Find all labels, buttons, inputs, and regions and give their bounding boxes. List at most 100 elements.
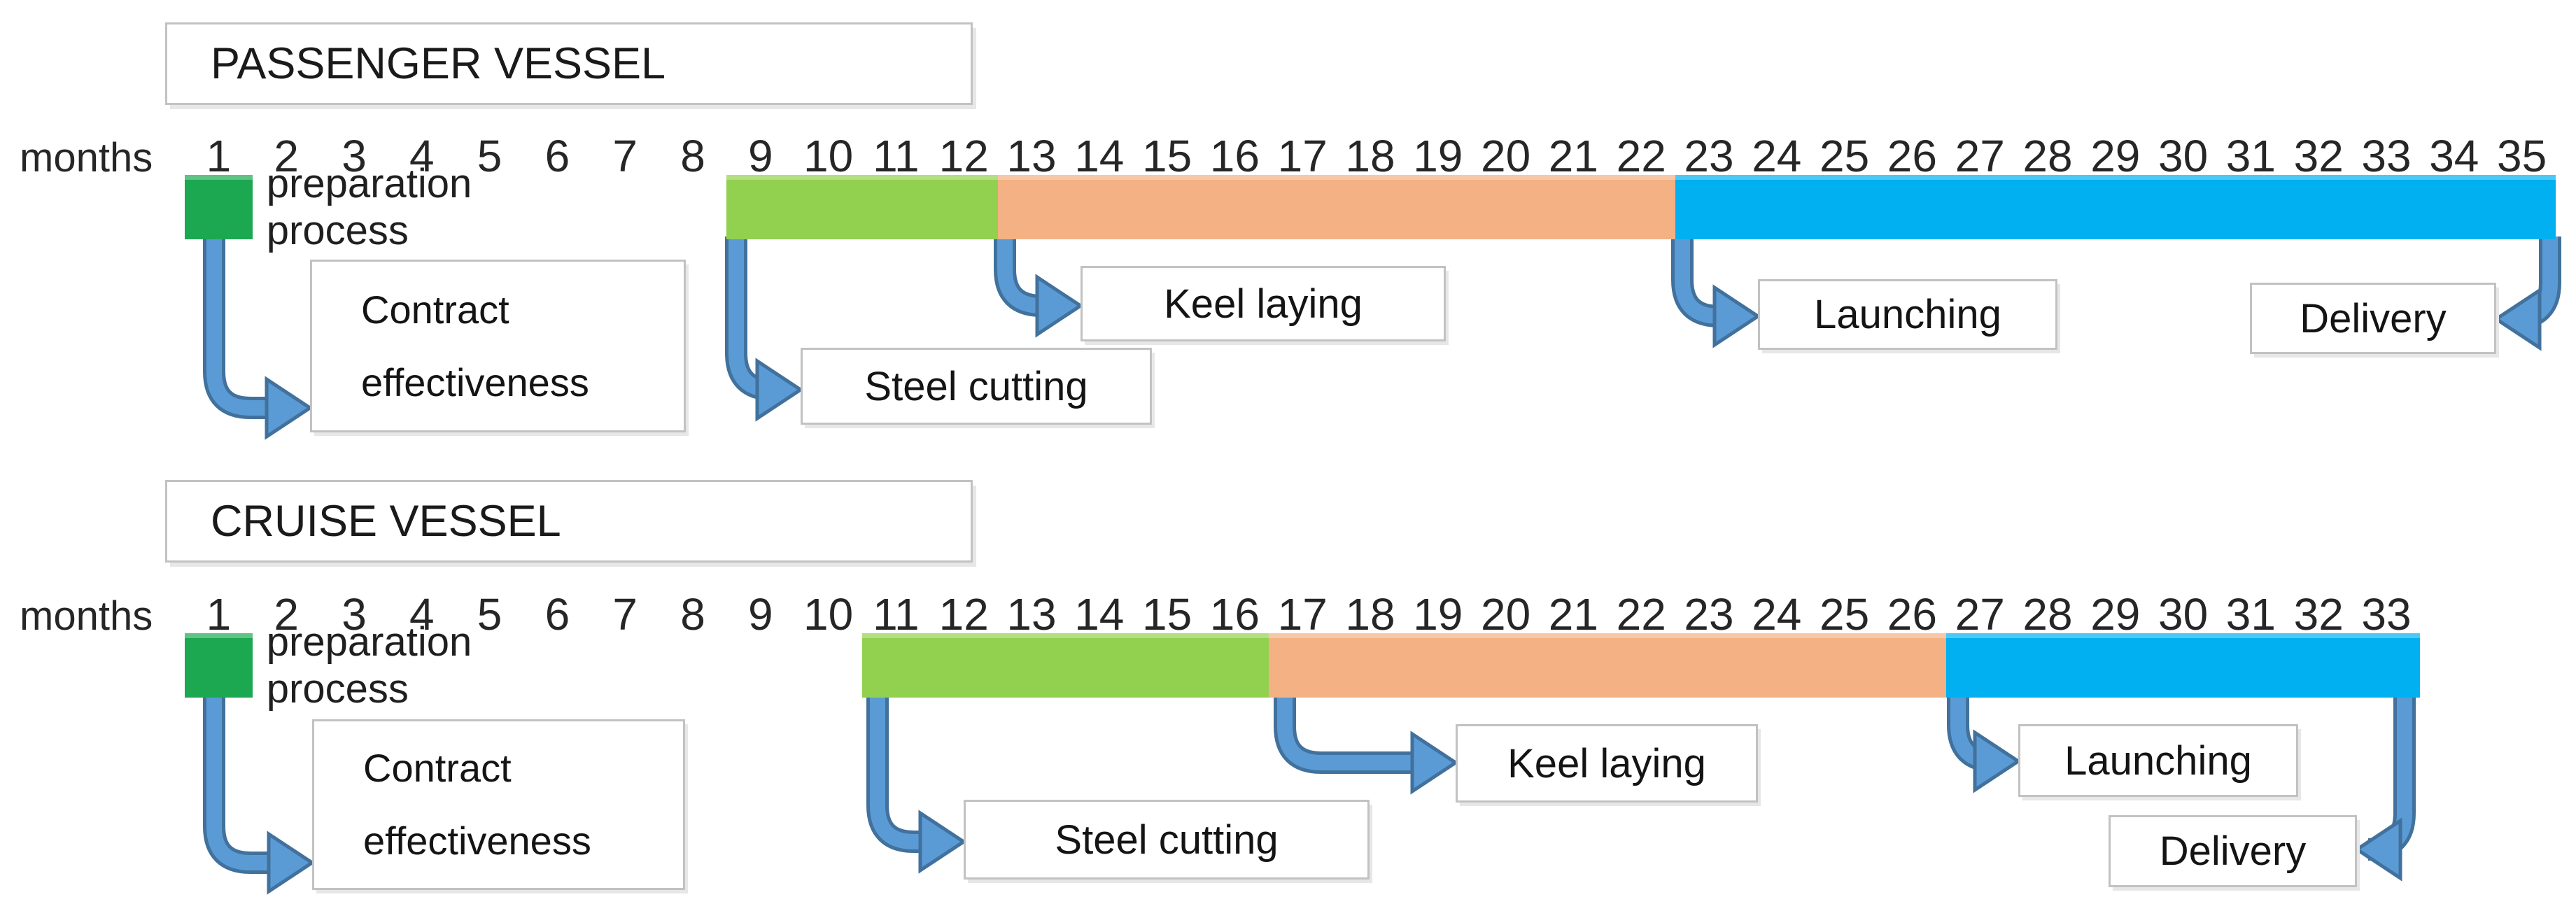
phase-bar-outfitting-cruise	[1945, 633, 2421, 698]
prep-process-label-passenger: preparation process	[266, 161, 472, 253]
phase-bar-erection-cruise	[1268, 633, 1946, 698]
prep-process-label-cruise: preparation process	[266, 619, 472, 712]
month-tick-passenger-4: 4	[409, 131, 435, 181]
callout-box-launching-cruise: Launching	[2018, 724, 2298, 797]
callout-box-steel-cutting-passenger: Steel cutting	[801, 348, 1152, 425]
month-tick-passenger-18: 18	[1345, 131, 1395, 181]
callout-box-launching-passenger: Launching	[1758, 279, 2057, 350]
callout-box-keel-laying-cruise: Keel laying	[1456, 724, 1758, 803]
month-tick-cruise-15: 15	[1141, 589, 1192, 640]
month-tick-cruise-26: 26	[1887, 589, 1937, 640]
month-tick-cruise-27: 27	[1955, 589, 2005, 640]
callout-text-contract-effectiveness: effectiveness	[361, 360, 589, 404]
arrow-steel-cutting-passenger	[725, 236, 804, 422]
callout-text-launching: Launching	[1814, 292, 2001, 337]
title-box-cruise: CRUISE VESSEL	[165, 480, 973, 563]
month-tick-passenger-6: 6	[544, 131, 570, 181]
month-tick-passenger-21: 21	[1548, 131, 1598, 181]
month-tick-passenger-25: 25	[1819, 131, 1870, 181]
month-tick-cruise-7: 7	[612, 589, 638, 640]
month-tick-cruise-13: 13	[1006, 589, 1057, 640]
month-tick-passenger-9: 9	[747, 131, 773, 181]
month-tick-passenger-19: 19	[1413, 131, 1463, 181]
month-tick-cruise-23: 23	[1684, 589, 1734, 640]
callout-text-contract-effectiveness: effectiveness	[363, 819, 591, 863]
month-tick-passenger-33: 33	[2361, 131, 2412, 181]
month-tick-cruise-12: 12	[938, 589, 989, 640]
phase-bar-preparation-cruise	[185, 633, 253, 698]
section-title-passenger: PASSENGER VESSEL	[211, 39, 666, 88]
month-tick-passenger-1: 1	[206, 131, 232, 181]
month-tick-passenger-7: 7	[612, 131, 638, 181]
month-tick-cruise-25: 25	[1819, 589, 1870, 640]
callout-text-delivery: Delivery	[2159, 828, 2307, 874]
arrow-launching-cruise	[1947, 695, 2022, 793]
callout-box-delivery-cruise: Delivery	[2109, 815, 2357, 887]
month-tick-passenger-15: 15	[1141, 131, 1192, 181]
arrow-keel-laying-passenger	[994, 236, 1084, 338]
month-tick-cruise-33: 33	[2361, 589, 2412, 640]
month-tick-cruise-5: 5	[477, 589, 502, 640]
callout-text-keel-laying: Keel laying	[1507, 740, 1706, 786]
month-tick-passenger-30: 30	[2158, 131, 2209, 181]
month-tick-passenger-31: 31	[2225, 131, 2276, 181]
phase-bar-outfitting-passenger	[1675, 175, 2556, 239]
month-tick-passenger-34: 34	[2429, 131, 2479, 181]
month-tick-passenger-26: 26	[1887, 131, 1937, 181]
callout-text-delivery: Delivery	[2300, 295, 2447, 341]
month-tick-cruise-11: 11	[873, 589, 920, 640]
month-tick-cruise-17: 17	[1277, 589, 1328, 640]
month-tick-cruise-16: 16	[1209, 589, 1260, 640]
phase-bar-construction-cruise	[862, 633, 1269, 698]
month-tick-passenger-14: 14	[1074, 131, 1125, 181]
month-tick-passenger-8: 8	[680, 131, 705, 181]
month-tick-passenger-12: 12	[938, 131, 989, 181]
month-tick-cruise-32: 32	[2293, 589, 2344, 640]
month-tick-cruise-28: 28	[2022, 589, 2073, 640]
month-tick-cruise-24: 24	[1752, 589, 1802, 640]
month-tick-cruise-29: 29	[2090, 589, 2141, 640]
callout-text-keel-laying: Keel laying	[1164, 281, 1363, 327]
month-tick-cruise-14: 14	[1074, 589, 1125, 640]
month-tick-passenger-16: 16	[1209, 131, 1260, 181]
arrow-delivery-cruise	[2353, 695, 2416, 882]
month-tick-passenger-5: 5	[477, 131, 502, 181]
callout-box-keel-laying-passenger: Keel laying	[1081, 266, 1446, 341]
months-axis-label-passenger: months	[20, 135, 153, 181]
month-tick-cruise-31: 31	[2225, 589, 2276, 640]
month-tick-passenger-20: 20	[1480, 131, 1531, 181]
month-tick-cruise-30: 30	[2158, 589, 2209, 640]
phase-bar-construction-passenger	[726, 175, 998, 239]
month-tick-passenger-11: 11	[873, 131, 920, 181]
month-tick-cruise-22: 22	[1616, 589, 1666, 640]
month-tick-passenger-32: 32	[2293, 131, 2344, 181]
callout-text-steel-cutting: Steel cutting	[864, 363, 1088, 409]
month-tick-passenger-29: 29	[2090, 131, 2141, 181]
month-tick-cruise-1: 1	[206, 589, 232, 640]
month-tick-passenger-24: 24	[1752, 131, 1802, 181]
month-tick-cruise-21: 21	[1548, 589, 1598, 640]
month-tick-passenger-2: 2	[274, 131, 299, 181]
arrow-contract-effectiveness-passenger	[203, 236, 314, 440]
month-tick-passenger-3: 3	[342, 131, 367, 181]
callout-text-launching: Launching	[2064, 737, 2252, 784]
arrow-delivery-passenger	[2493, 236, 2561, 351]
month-tick-cruise-18: 18	[1345, 589, 1395, 640]
callout-text-contract-effectiveness: Contract	[363, 746, 512, 791]
arrow-contract-effectiveness-cruise	[203, 695, 316, 895]
month-tick-cruise-3: 3	[342, 589, 367, 640]
month-tick-passenger-13: 13	[1006, 131, 1057, 181]
arrow-steel-cutting-cruise	[866, 695, 967, 874]
callout-box-delivery-passenger: Delivery	[2250, 283, 2496, 354]
arrow-launching-passenger	[1671, 236, 1761, 348]
callout-box-steel-cutting-cruise: Steel cutting	[964, 800, 1370, 880]
months-axis-label-cruise: months	[20, 593, 153, 639]
month-tick-cruise-10: 10	[803, 589, 854, 640]
month-tick-passenger-27: 27	[1955, 131, 2005, 181]
month-tick-passenger-17: 17	[1277, 131, 1328, 181]
month-tick-cruise-8: 8	[680, 589, 705, 640]
section-title-cruise: CRUISE VESSEL	[211, 497, 561, 546]
month-tick-cruise-6: 6	[544, 589, 570, 640]
